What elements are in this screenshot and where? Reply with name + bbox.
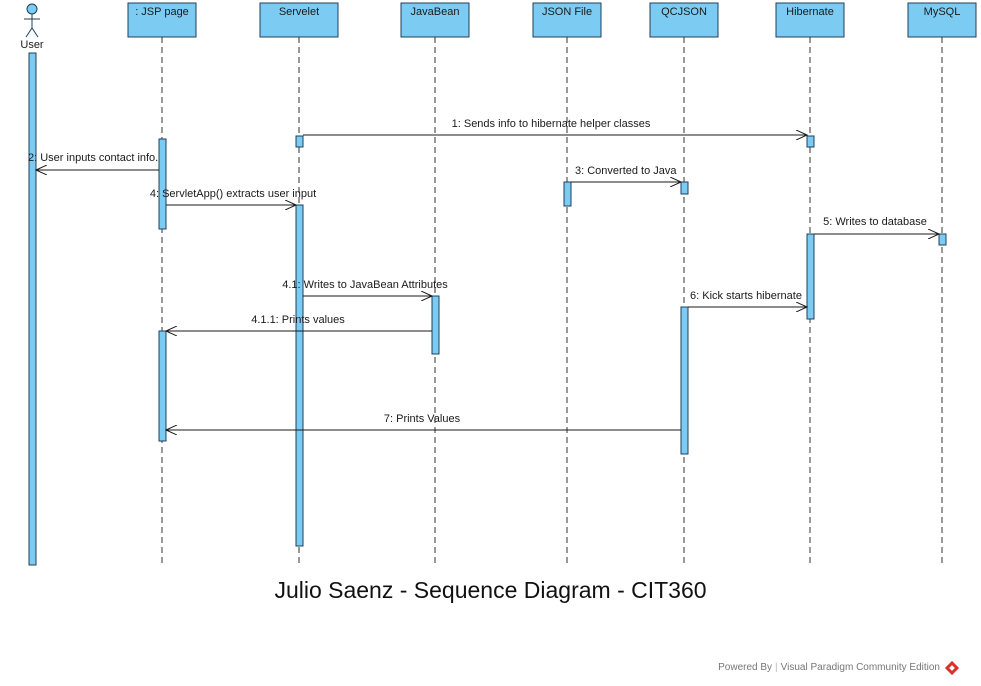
activation-servlet-2: [295, 204, 304, 547]
message-label: 3: Converted to Java: [575, 165, 677, 177]
lifeline-label: : JSP page: [135, 6, 189, 18]
message-label: 4.1: Writes to JavaBean Attributes: [282, 279, 448, 291]
lifeline-header-box: [259, 2, 339, 38]
lifeline-label: JavaBean: [411, 6, 460, 18]
activation-jsp-2: [158, 330, 167, 442]
message-label: 2: User inputs contact info.: [28, 152, 158, 164]
actor-user: User: [20, 3, 44, 51]
lifeline-header-box: [649, 2, 719, 38]
message-label: 4.1.1: Prints values: [251, 314, 345, 326]
activation-mysql: [938, 233, 947, 246]
actor-leg-right: [31, 27, 39, 38]
lifeline-label: JSON File: [542, 6, 592, 18]
activation-javabean: [431, 295, 440, 355]
lifeline-mysql: MySQL: [907, 2, 977, 565]
activation-servlet-1: [295, 135, 304, 148]
activation-json-file: [563, 181, 572, 207]
diagram-title: Julio Saenz - Sequence Diagram - CIT360: [274, 577, 707, 603]
footer-powered-by: Powered By: [718, 662, 773, 673]
lifeline-header-box: [532, 2, 602, 38]
lifeline-jsp: : JSP page: [127, 2, 197, 565]
lifeline-qcjson: QCJSON: [649, 2, 719, 565]
activation-jsp-1: [158, 138, 167, 230]
message-label: 4: ServletApp() extracts user input: [150, 188, 316, 200]
lifeline-label: Hibernate: [786, 6, 834, 18]
actor-leg-left: [25, 27, 33, 38]
lifeline-header-box: [907, 2, 977, 38]
lifeline-label: QCJSON: [661, 6, 707, 18]
activation-bars: [28, 52, 947, 566]
footer-product: Visual Paradigm Community Edition: [780, 662, 940, 673]
footer-separator: |: [775, 662, 778, 673]
activation-hibernate-1: [806, 135, 815, 148]
lifeline-label: Servelet: [279, 6, 319, 18]
message-label: 6: Kick starts hibernate: [690, 290, 802, 302]
message-label: 1: Sends info to hibernate helper classe…: [452, 118, 651, 130]
message-labels: 1: Sends info to hibernate helper classe…: [28, 118, 927, 425]
actor-head: [26, 3, 38, 15]
activation-user: [28, 52, 37, 566]
activation-qcjson-1: [680, 181, 689, 195]
visual-paradigm-logo-icon: [944, 660, 960, 675]
message-label: 7: Prints Values: [384, 413, 461, 425]
actor-label: User: [20, 39, 44, 51]
lifeline-label: MySQL: [924, 6, 961, 18]
messages: [36, 135, 939, 430]
lifeline-header-box: [775, 2, 845, 38]
activation-hibernate-2: [806, 233, 815, 320]
message-label: 5: Writes to database: [823, 216, 927, 228]
footer-branding: Powered By | Visual Paradigm Community E…: [718, 660, 960, 675]
activation-qcjson-2: [680, 306, 689, 455]
lifeline-json-file: JSON File: [532, 2, 602, 565]
